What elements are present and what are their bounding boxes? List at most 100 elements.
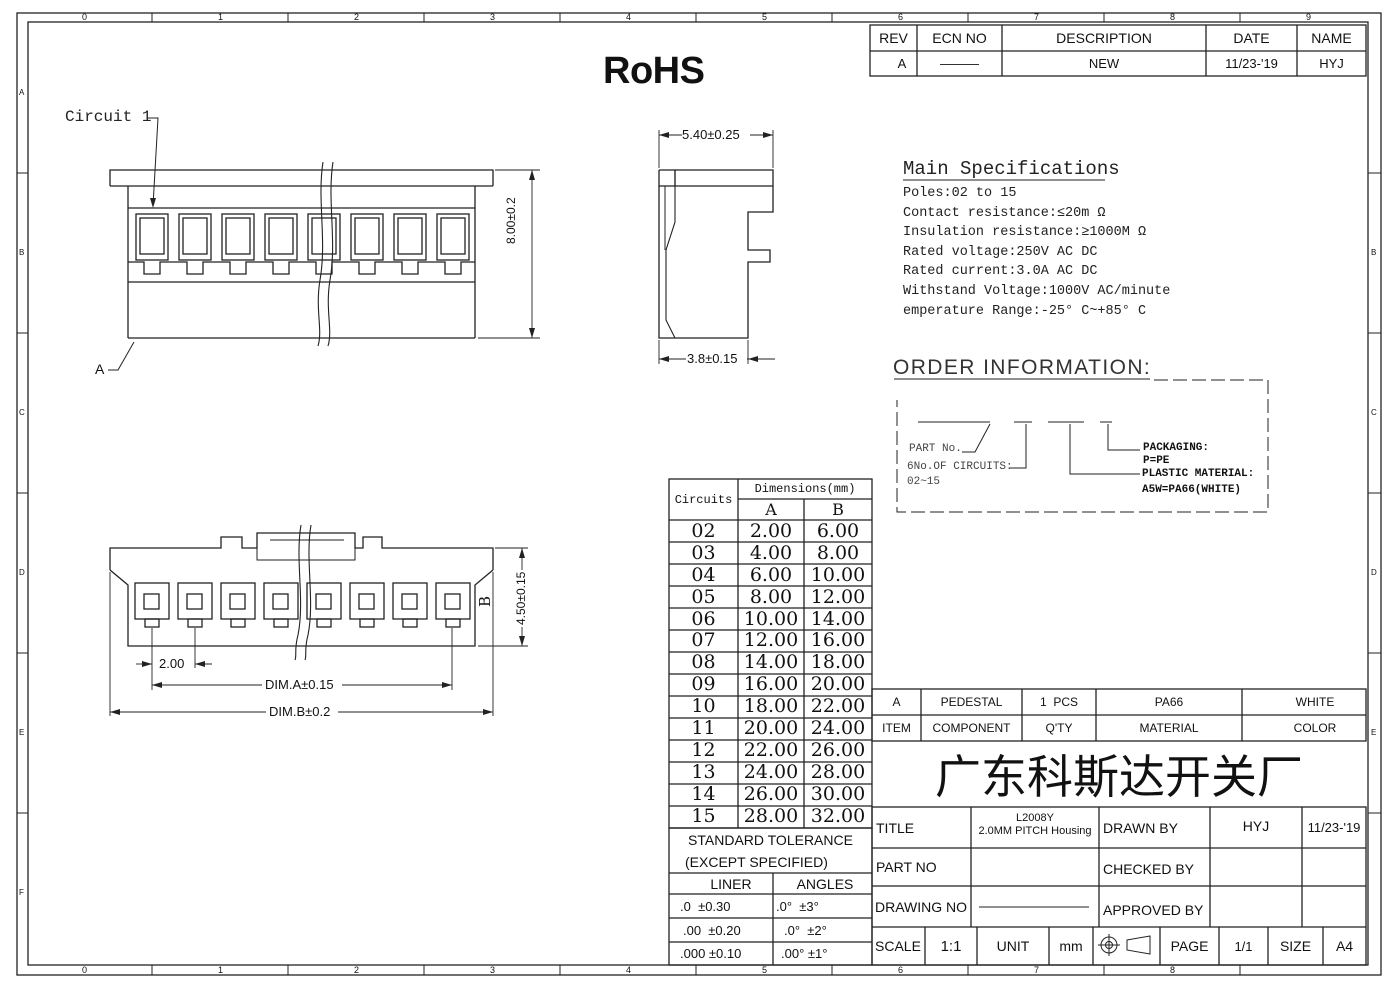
zone-col-label: 7 <box>1034 12 1040 22</box>
zone-col-label: 4 <box>626 12 632 22</box>
size-value: A4 <box>1335 938 1354 954</box>
zone-ticks <box>17 13 1381 975</box>
spec-line: Rated voltage:250V AC DC <box>903 244 1098 260</box>
dim-a-cell: 24.00 <box>743 760 799 783</box>
dim-b-cell: 24.00 <box>810 717 866 740</box>
dim-a-cell: 28.00 <box>743 804 799 827</box>
dim-b-cell: 10.00 <box>810 563 866 586</box>
zone-row-label: D <box>19 568 25 577</box>
zone-col-label: 9 <box>1306 12 1312 22</box>
b-label: B <box>476 595 494 607</box>
zone-row-label: A <box>19 88 25 97</box>
side-view <box>658 130 775 364</box>
circuit-count-cell: 13 <box>691 760 716 783</box>
bottom-height-dim: 4.50±0.15 <box>514 569 528 627</box>
dim-a-cell: 10.00 <box>743 607 799 630</box>
dim-a-cell: 20.00 <box>743 717 799 740</box>
dim-b-cell: 26.00 <box>810 738 866 761</box>
rev-value: A <box>897 56 907 71</box>
order-material: PLASTIC MATERIAL: <box>1142 468 1255 480</box>
col-b-header: B <box>832 500 844 519</box>
zone-col-label: 2 <box>354 965 360 975</box>
dim-a-cell: 2.00 <box>749 519 793 542</box>
description-header: DESCRIPTION <box>1056 30 1152 46</box>
circuit-count-cell: 14 <box>691 782 716 805</box>
spec-line: Poles:02 to 15 <box>903 186 1017 201</box>
spec-line: Contact resistance:≤20m Ω <box>903 205 1106 221</box>
dim-b-cell: 20.00 <box>810 673 866 696</box>
dim-b-cell: 16.00 <box>810 629 866 652</box>
dim-a-cell: 14.00 <box>743 651 799 674</box>
projection-symbol-icon <box>1098 934 1151 956</box>
zone-col-label: 8 <box>1170 965 1176 975</box>
zone-col-label: 3 <box>490 12 496 22</box>
tolerance-title: STANDARD TOLERANCE <box>688 832 853 848</box>
bom-color-header: COLOR <box>1293 721 1337 735</box>
circuit-count-cell: 12 <box>691 738 716 761</box>
circuit-count-cell: 09 <box>691 673 716 696</box>
bom-color: WHITE <box>1295 695 1335 709</box>
title-label: TITLE <box>876 819 915 836</box>
scale-label: SCALE <box>875 938 921 954</box>
zone-col-label: 2 <box>354 12 360 22</box>
dim-b-cell: 12.00 <box>810 585 866 608</box>
order-material-value: A5W=PA66(WHITE) <box>1142 484 1242 496</box>
ecn-header: ECN NO <box>932 30 987 46</box>
drawn-by-value: HYJ <box>1242 818 1270 834</box>
spec-line: Rated current:3.0A AC DC <box>903 264 1098 280</box>
circuits-header: Circuits <box>674 492 733 507</box>
dim-b-cell: 6.00 <box>816 519 860 542</box>
zone-col-label: 1 <box>218 965 224 975</box>
order-packaging-value: P=PE <box>1143 455 1170 467</box>
specs-title: Main Specifications <box>903 158 1120 180</box>
name-header: NAME <box>1311 30 1352 46</box>
description-value: NEW <box>1088 56 1120 71</box>
zone-col-label: 8 <box>1170 12 1176 22</box>
order-packaging: PACKAGING: <box>1143 442 1210 454</box>
col-a-header: A <box>765 500 777 519</box>
front-view <box>108 117 540 371</box>
dim-b-cell: 32.00 <box>810 804 866 827</box>
dim-a-cell: 26.00 <box>743 782 799 805</box>
unit-label: UNIT <box>996 938 1030 954</box>
approved-by-label: APPROVED BY <box>1103 901 1204 918</box>
dim-a-cell: 8.00 <box>749 585 793 608</box>
dim-a-cell: 6.00 <box>749 563 793 586</box>
side-width-dim: 5.40±0.25 <box>682 127 740 142</box>
angles-header: ANGLES <box>796 875 854 892</box>
circuit-count-cell: 06 <box>691 607 716 630</box>
zone-col-label: 4 <box>626 965 632 975</box>
zone-col-label: 7 <box>1034 965 1040 975</box>
drawing-no-label: DRAWING NO <box>875 898 968 915</box>
zone-row-label: C <box>1371 408 1377 417</box>
title-line1: L2008Y <box>1016 812 1054 824</box>
circuit-1-label: Circuit 1 <box>65 108 152 126</box>
zone-row-label: F <box>19 888 24 897</box>
bom-item: A <box>892 695 901 709</box>
bom-component: PEDESTAL <box>940 695 1003 709</box>
zone-row-label: B <box>19 248 25 257</box>
bom-lines <box>871 688 1367 742</box>
tolerance-table-lines <box>668 827 873 966</box>
zone-row-label: E <box>1371 728 1377 737</box>
circuit-count-cell: 11 <box>691 717 716 740</box>
unit-value: mm <box>1059 938 1083 954</box>
order-part-no: PART No. <box>909 443 962 455</box>
bottom-cavities <box>134 582 471 628</box>
angle-tol-2: .0° ±2° <box>784 922 827 938</box>
part-no-label: PART NO <box>876 859 937 875</box>
date-header: DATE <box>1233 30 1270 46</box>
dim-b-cell: 14.00 <box>810 607 866 630</box>
zone-row-label: B <box>1371 248 1377 257</box>
rev-header: REV <box>879 30 908 46</box>
dim-a-label: DIM.A±0.15 <box>265 677 334 692</box>
date-value: 11/23-'19 <box>1225 56 1278 71</box>
size-label: SIZE <box>1279 938 1312 954</box>
order-info-lines <box>894 378 1269 513</box>
order-circuits: 6No.OF CIRCUITS: <box>907 461 1013 473</box>
angle-tol-1: .0° ±3° <box>776 898 819 914</box>
a-label: A <box>95 361 105 377</box>
title-line2: 2.0MM PITCH Housing <box>978 825 1092 837</box>
dim-b-cell: 18.00 <box>810 651 866 674</box>
side-bottom-dim: 3.8±0.15 <box>687 351 738 366</box>
